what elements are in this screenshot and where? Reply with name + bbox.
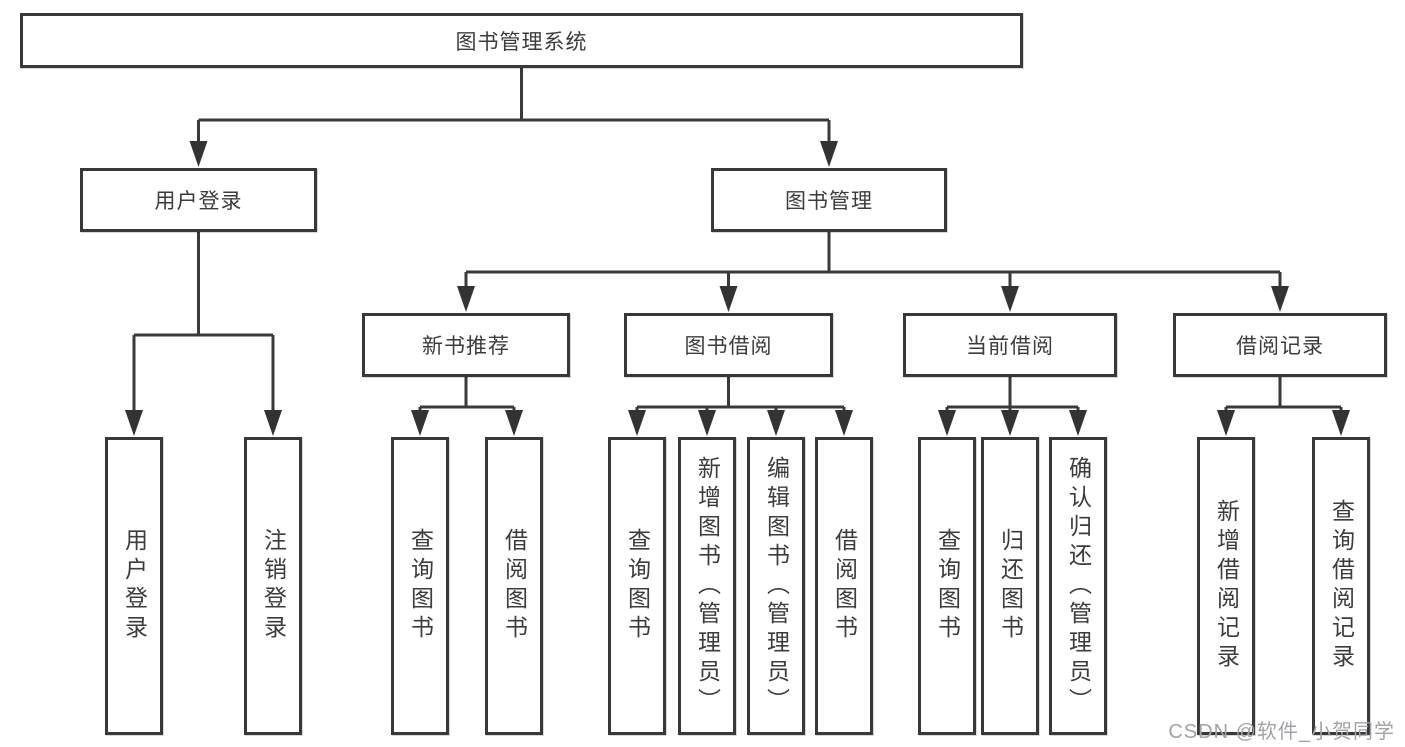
arrowhead [938,410,956,436]
arrowhead [1001,286,1019,312]
leaf-confirm-return-admin-label: 确认归还（管理员） [1065,455,1092,717]
leaf-return-book: 归还图书 [981,437,1039,735]
node-root: 图书管理系统 [20,13,1023,68]
connector-new-books-to-leaves [418,377,516,413]
arrowhead [767,410,785,436]
node-book-management-label: 图书管理 [785,190,873,213]
arrowhead [1069,410,1087,436]
leaf-return-book-label: 归还图书 [997,528,1024,644]
connector-current-borrow-to-leaves [945,377,1080,413]
leaf-confirm-return-admin: 确认归还（管理员） [1049,437,1107,735]
node-root-label: 图书管理系统 [455,30,588,54]
csdn-watermark: CSDN @软件_小贺同学 [1168,721,1395,743]
node-current-borrow: 当前借阅 [903,313,1117,377]
node-user-login-label: 用户登录 [154,190,243,213]
arrowhead [835,410,853,436]
leaf-query-borrow-record: 查询借阅记录 [1312,437,1370,735]
leaf-query-borrow-record-label: 查询借阅记录 [1328,499,1355,673]
node-user-login: 用户登录 [80,168,317,232]
leaf-borrow-books-label: 借阅图书 [831,528,858,644]
leaf-borrow-books: 借阅图书 [815,437,873,735]
connector-user-login-to-leaves [132,232,275,413]
arrowhead [411,410,429,436]
arrowhead [1271,286,1289,312]
node-borrow-records-label: 借阅记录 [1236,335,1324,358]
arrowhead [719,286,738,312]
leaf-add-borrow-record-label: 新增借阅记录 [1213,499,1240,673]
leaf-query-books-borrow: 查询图书 [608,437,666,735]
arrowhead [820,141,838,167]
arrowhead [1332,410,1350,436]
node-borrow-records: 借阅记录 [1173,313,1387,377]
connector-root-to-level2 [197,68,831,144]
arrowhead [457,286,475,312]
leaf-user-login-label: 用户登录 [121,528,148,644]
arrowhead [1001,410,1019,436]
node-book-management: 图书管理 [711,168,947,232]
leaf-query-books-borrow-label: 查询图书 [624,528,651,644]
leaf-query-books-current-label: 查询图书 [934,528,961,644]
node-new-book-recommend-label: 新书推荐 [422,335,510,358]
leaf-query-books-current: 查询图书 [918,437,976,735]
arrowhead [698,410,716,436]
connector-book-management-to-level3 [464,232,1282,289]
leaf-logout-label: 注销登录 [260,528,287,644]
arrowhead [505,410,523,436]
node-new-book-recommend: 新书推荐 [362,313,570,377]
arrowhead [264,410,282,436]
arrowhead [125,410,143,436]
connector-book-borrow-to-leaves [635,377,846,413]
node-book-borrow-label: 图书借阅 [684,335,773,358]
leaf-edit-book-admin: 编辑图书（管理员） [747,437,805,735]
leaf-user-login: 用户登录 [105,437,163,735]
arrowhead [628,410,646,436]
arrowhead [189,141,208,167]
leaf-add-borrow-record: 新增借阅记录 [1197,437,1255,735]
leaf-add-book-admin-label: 新增图书（管理员） [694,455,721,717]
node-book-borrow: 图书借阅 [624,313,833,377]
leaf-borrow-books-recommend-label: 借阅图书 [501,528,528,644]
leaf-logout: 注销登录 [244,437,302,735]
leaf-query-books-recommend: 查询图书 [391,437,449,735]
leaf-edit-book-admin-label: 编辑图书（管理员） [763,455,790,717]
arrowhead [1217,410,1235,436]
connector-borrow-records-to-leaves [1224,377,1343,413]
leaf-add-book-admin: 新增图书（管理员） [678,437,736,735]
leaf-borrow-books-recommend: 借阅图书 [485,437,543,735]
node-current-borrow-label: 当前借阅 [966,335,1054,358]
leaf-query-books-recommend-label: 查询图书 [407,528,434,644]
